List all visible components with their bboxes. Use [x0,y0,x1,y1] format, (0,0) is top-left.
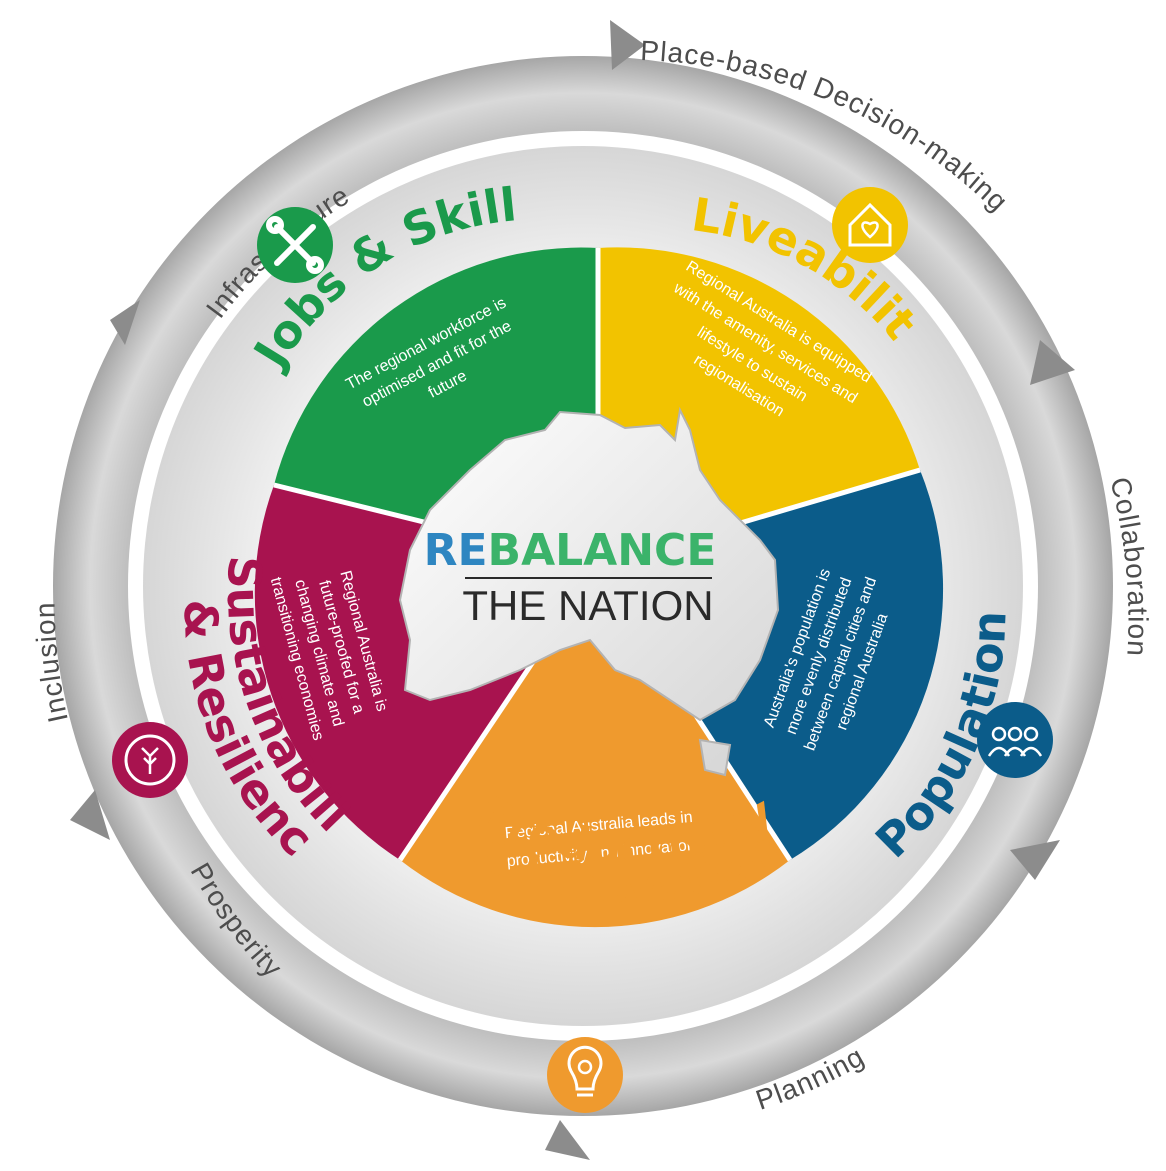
ring-chevron [110,300,140,345]
svg-text:REBALANCE: REBALANCE [424,525,717,576]
ring-chevron [610,20,645,70]
tree-cycle-icon [112,722,188,798]
ring-chevron [1010,840,1060,880]
ring-chevron [1030,340,1075,385]
brand-re: RE [424,525,488,576]
lightbulb-gear-icon [547,1037,623,1113]
tools-icon [257,207,333,283]
brand-balance: BALANCE [488,525,717,576]
wedge-productivity [400,565,790,928]
brand-logo: REBALANCE THE NATION [424,525,717,629]
australia-map [398,406,780,777]
people-icon [977,702,1053,778]
ring-chevron [70,790,110,840]
ring-chevron [545,1120,590,1160]
brand-the-nation: THE NATION [462,582,713,629]
house-heart-icon [832,187,908,263]
